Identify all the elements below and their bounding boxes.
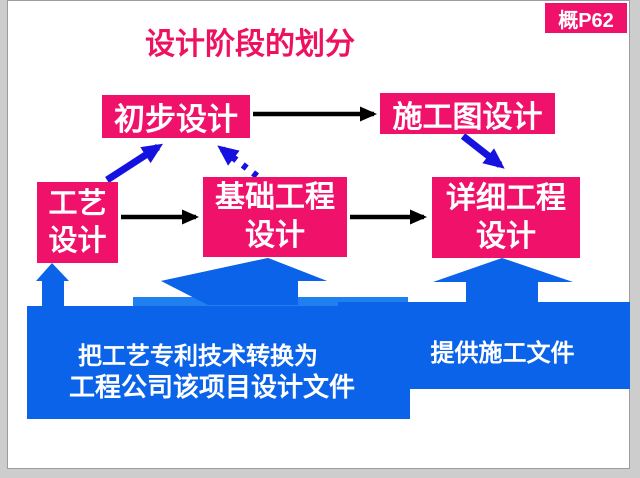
node-detailed-line1: 详细工程 <box>446 181 566 215</box>
node-detailed-line2: 设计 <box>476 219 536 253</box>
node-process-line1: 工艺 <box>48 187 107 220</box>
node-preliminary-design: 初步设计 <box>102 95 250 138</box>
node-process-line2: 设计 <box>48 224 107 257</box>
banner-right-text: 提供施工文件 <box>430 340 575 367</box>
block-arrow-up-detailed <box>433 258 573 305</box>
node-basic-line2: 设计 <box>245 219 305 252</box>
node-basic-engineering-design: 基础工程 设计 <box>203 177 347 257</box>
node-basic-line1: 基础工程 <box>215 181 335 214</box>
node-construction-label: 施工图设计 <box>392 100 543 134</box>
arrow-construction-to-detailed <box>460 133 505 169</box>
node-detailed-engineering-design: 详细工程 设计 <box>432 177 580 258</box>
arrow-basic-to-preliminary-dotted <box>217 145 259 179</box>
arrow-process-to-preliminary <box>105 143 164 183</box>
page-ref-badge: 概P62 <box>545 3 627 33</box>
block-arrow-up-basic-tip <box>161 258 327 281</box>
node-construction-drawing-design: 施工图设计 <box>380 93 555 134</box>
banner-left-text-line1: 把工艺专利技术转换为 <box>78 343 318 370</box>
node-preliminary-label: 初步设计 <box>114 102 238 137</box>
banner-left-text-line2: 工程公司该项目设计文件 <box>68 372 355 402</box>
slide-title: 设计阶段的划分 <box>145 28 355 61</box>
banner-right-rect <box>338 302 630 389</box>
block-arrow-up-process <box>36 263 69 308</box>
node-process-design: 工艺 设计 <box>37 182 118 263</box>
